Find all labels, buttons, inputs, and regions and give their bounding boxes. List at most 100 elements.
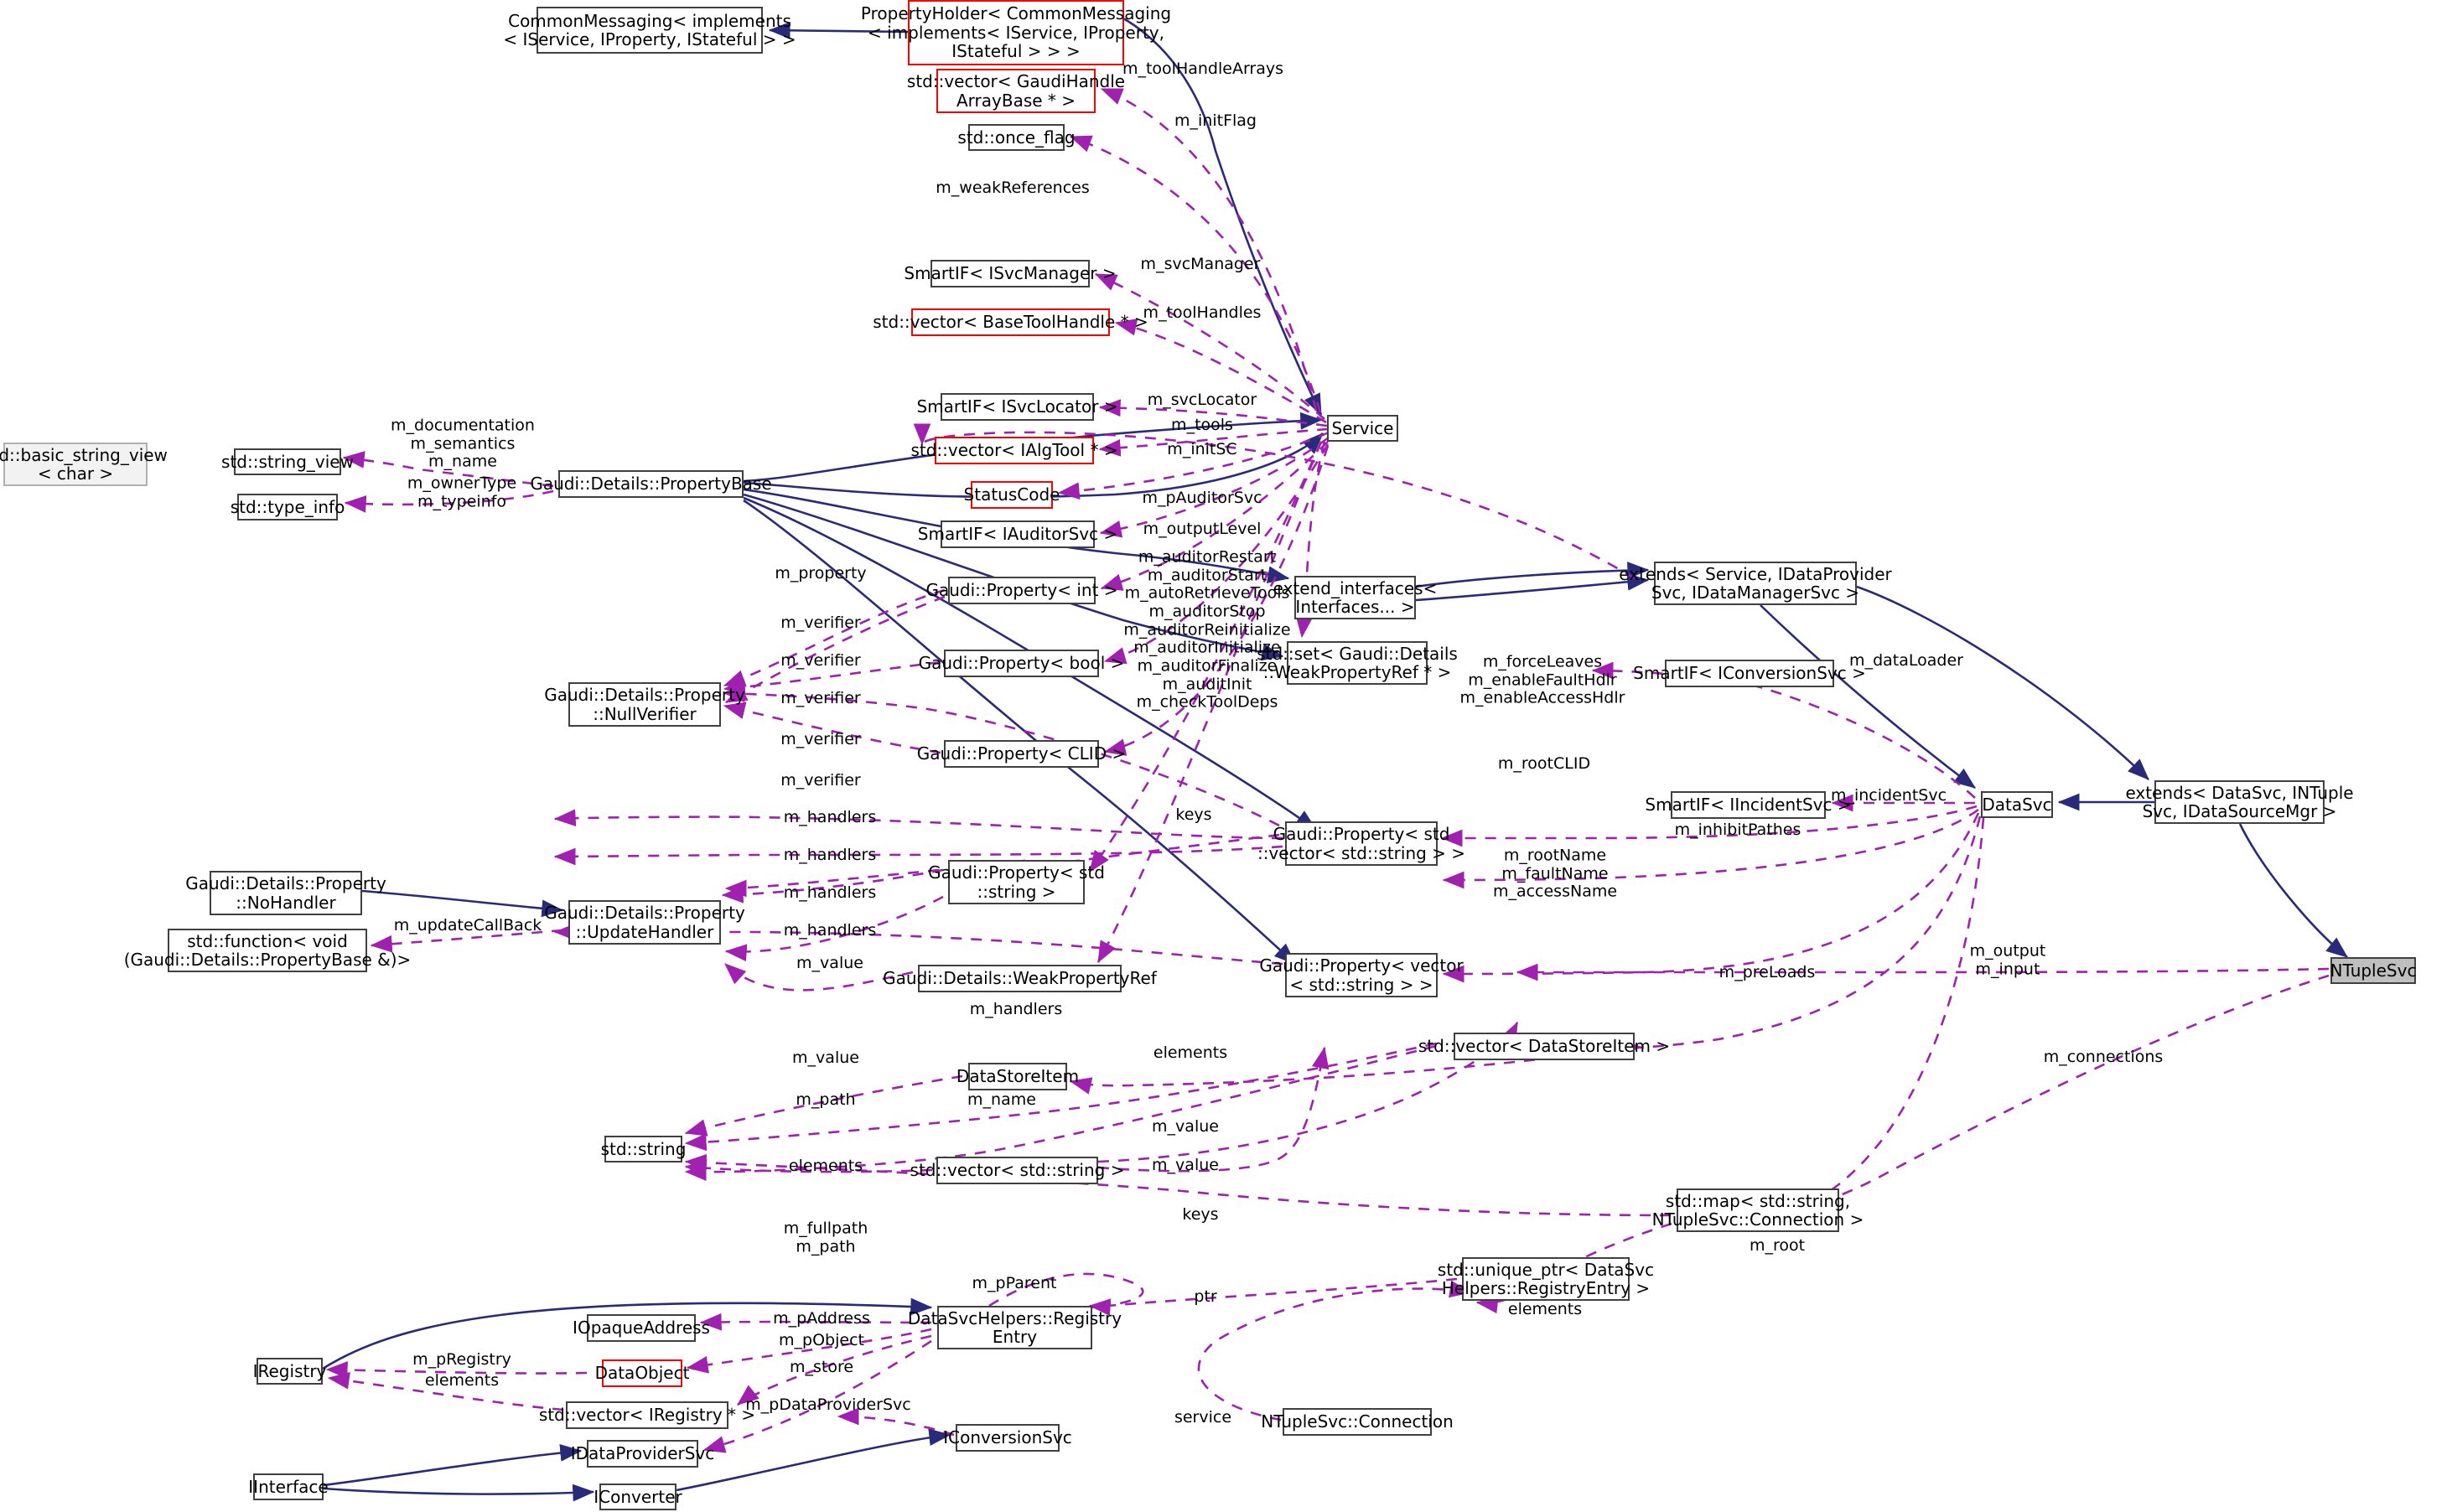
- edge-label-m-svclocator: m_svcLocator: [1147, 391, 1257, 410]
- edge-label-m-inhibitpathes: m_inhibitPathes: [1674, 821, 1801, 840]
- edge-label-m-pregistry: m_pRegistry: [412, 1350, 511, 1370]
- edge-label-m-rootclid: m_rootCLID: [1497, 754, 1591, 774]
- edge-label-keys: keys: [1175, 805, 1212, 825]
- edge-label-m-connections: m_connections: [2043, 1048, 2164, 1067]
- class-node-smartifiauditorsvc[interactable]: SmartIF< IAuditorSvc >: [918, 520, 1117, 548]
- class-node-nohandler[interactable]: Gaudi::Details::Property ::NoHandler: [185, 871, 386, 915]
- class-node-iregistry[interactable]: IRegistry: [253, 1358, 326, 1385]
- class-node-extendinterfaces[interactable]: extend_interfaces< Interfaces... >: [1273, 576, 1437, 619]
- class-node-vecbasetoolhandle[interactable]: std::vector< BaseToolHandle * >: [873, 308, 1148, 336]
- class-node-mapstringconnection[interactable]: std::map< std::string, NTupleSvc::Connec…: [1652, 1188, 1864, 1232]
- class-node-ntuplesvc[interactable]: NTupleSvc: [2330, 957, 2416, 984]
- edge-label-m-verifier: m_verifier: [780, 614, 861, 633]
- edge-label-m-pauditorsvc: m_pAuditorSvc: [1142, 489, 1262, 508]
- class-node-propvectorstdstring[interactable]: Gaudi::Property< vector < std::string > …: [1259, 953, 1464, 997]
- edge-label-m-weakreferences: m_weakReferences: [936, 179, 1090, 198]
- edge-label-m-value: m_value: [792, 1049, 859, 1068]
- class-node-vecdatastoreitem[interactable]: std::vector< DataStoreItem >: [1418, 1033, 1670, 1060]
- class-node-commonmessaging[interactable]: CommonMessaging< implements < IService, …: [503, 7, 796, 54]
- edge-label-m-pparent: m_pParent: [972, 1274, 1057, 1293]
- class-node-iconverter[interactable]: IConverter: [594, 1484, 682, 1510]
- class-node-iopaqueaddress[interactable]: IOpaqueAddress: [573, 1314, 710, 1342]
- edge-label-elements: elements: [1507, 1300, 1583, 1319]
- edge-label-m-handlers: m_handlers: [783, 808, 877, 827]
- class-node-propertyholder[interactable]: PropertyHolder< CommonMessaging < implem…: [861, 0, 1171, 65]
- edge-label-m-tools: m_tools: [1171, 416, 1233, 435]
- edge-label-m-documentation: m_documentation m_semantics m_name: [391, 416, 535, 471]
- class-node-smartificonversionsvc[interactable]: SmartIF< IConversionSvc >: [1633, 660, 1866, 687]
- class-node-extendsserviceidataprovider[interactable]: extends< Service, IDataProvider Svc, IDa…: [1619, 562, 1892, 605]
- edge-label-m-updatecallback: m_updateCallBack: [393, 916, 542, 935]
- class-node-idataprovidersvc[interactable]: IDataProviderSvc: [571, 1440, 714, 1468]
- edge-label-m-outputlevel: m_outputLevel: [1143, 520, 1262, 539]
- class-node-service[interactable]: Service: [1327, 415, 1398, 442]
- class-node-iconversionsvc[interactable]: IConversionSvc: [943, 1424, 1072, 1452]
- edge-label-elements: elements: [1153, 1043, 1228, 1063]
- class-node-updatehandler[interactable]: Gaudi::Details::Property ::UpdateHandler: [544, 900, 745, 945]
- edge-label-m-verifier: m_verifier: [780, 730, 861, 749]
- edge-label-m-handlers: m_handlers: [969, 1000, 1063, 1019]
- class-node-propint[interactable]: Gaudi::Property< int >: [925, 577, 1118, 604]
- edge-label-m-pdataprovidersvc: m_pDataProviderSvc: [745, 1395, 911, 1415]
- class-node-propstdstring[interactable]: Gaudi::Property< std ::string >: [928, 860, 1105, 904]
- edge-label-m-value: m_value: [1152, 1117, 1219, 1137]
- class-node-typeinfo[interactable]: std::type_info: [231, 494, 345, 520]
- edge-label-m-output: m_output m_input: [1969, 941, 2046, 978]
- edge-label-m-dataloader: m_dataLoader: [1849, 651, 1963, 671]
- class-node-extendsdatasvcintuple[interactable]: extends< DataSvc, INTuple Svc, IDataSour…: [2125, 780, 2354, 824]
- class-node-stdstring[interactable]: std::string: [601, 1136, 686, 1162]
- edge-label-ptr: ptr: [1194, 1287, 1217, 1307]
- edge-label-m-svcmanager: m_svcManager: [1140, 255, 1261, 274]
- class-node-registryentry[interactable]: DataSvcHelpers::Registry Entry: [908, 1306, 1122, 1349]
- class-node-weakpropertyref[interactable]: Gaudi::Details::WeakPropertyRef: [883, 965, 1157, 992]
- edge-label-m-root: m_root: [1749, 1236, 1806, 1256]
- class-node-iinterface[interactable]: IInterface: [248, 1473, 329, 1500]
- class-node-vecgaudihandlearraybase[interactable]: std::vector< GaudiHandle ArrayBase * >: [907, 69, 1125, 113]
- class-node-ntuplesvcconnection[interactable]: NTupleSvc::Connection: [1261, 1408, 1454, 1436]
- class-node-dataobject[interactable]: DataObject: [595, 1359, 689, 1387]
- class-node-propclid[interactable]: Gaudi::Property< CLID >: [917, 740, 1126, 768]
- edge-label-elements: elements: [424, 1371, 500, 1390]
- edge-label-m-paddress: m_pAddress: [773, 1309, 870, 1328]
- edge-label-m-toolhandles: m_toolHandles: [1143, 303, 1262, 323]
- class-node-stringview[interactable]: std::string_view: [221, 448, 354, 475]
- edge-label-service: service: [1174, 1408, 1232, 1427]
- class-node-propertybase[interactable]: Gaudi::Details::PropertyBase: [530, 470, 772, 498]
- class-node-basicstringview[interactable]: std::basic_string_view < char >: [0, 443, 168, 486]
- edge-label-m-verifier: m_verifier: [780, 771, 861, 790]
- edge-label-elements: elements: [788, 1157, 863, 1176]
- class-node-uniqueptrregistryentry[interactable]: std::unique_ptr< DataSvc Helpers::Regist…: [1438, 1257, 1654, 1301]
- class-node-nullverifier[interactable]: Gaudi::Details::Property ::NullVerifier: [544, 682, 745, 727]
- class-node-vecialgtool[interactable]: std::vector< IAlgTool * >: [910, 437, 1118, 464]
- edge-label-m-handlers: m_handlers: [783, 921, 877, 940]
- edge-label-m-value: m_value: [796, 954, 863, 973]
- edge-label-m-verifier: m_verifier: [780, 651, 861, 671]
- class-node-smartifisvcmanager[interactable]: SmartIF< ISvcManager >: [904, 260, 1117, 287]
- edge-label-m-pobject: m_pObject: [779, 1331, 864, 1350]
- class-node-veciregistry[interactable]: std::vector< IRegistry * >: [539, 1401, 755, 1429]
- class-node-statuscode[interactable]: StatusCode: [964, 481, 1060, 509]
- edge-label-m-initflag: m_initFlag: [1174, 111, 1257, 131]
- class-node-onceflag[interactable]: std::once_flag: [957, 124, 1076, 151]
- edge-label-m-name: m_name: [967, 1090, 1036, 1110]
- class-node-vecstdstring[interactable]: std::vector< std::string >: [910, 1157, 1124, 1184]
- edge-label-m-handlers: m_handlers: [783, 883, 877, 903]
- class-node-datastoreitem[interactable]: DataStoreItem: [956, 1063, 1079, 1090]
- edge-label-m-fullpath: m_fullpath m_path: [783, 1219, 868, 1256]
- edge-label-m-auditorrestart: m_auditorRestart m_auditorStart m_autoRe…: [1123, 547, 1291, 712]
- edge-label-m-preloads: m_preLoads: [1718, 963, 1816, 982]
- class-node-propbool[interactable]: Gaudi::Property< bool >: [919, 650, 1124, 677]
- edge-label-m-path: m_path: [796, 1090, 856, 1110]
- class-node-smartifisvclocator[interactable]: SmartIF< ISvcLocator >: [916, 393, 1118, 421]
- class-node-setweakpropertyref[interactable]: std::set< Gaudi::Details ::WeakPropertyR…: [1257, 641, 1458, 685]
- class-node-smartifiincidentsvc[interactable]: SmartIF< IIncidentSvc >: [1645, 791, 1852, 819]
- edge-label-m-rootname: m_rootName m_faultName m_accessName: [1492, 846, 1618, 901]
- class-node-propvecstdstring[interactable]: Gaudi::Property< std ::vector< std::stri…: [1257, 821, 1465, 866]
- class-node-stdfunctionvoid[interactable]: std::function< void (Gaudi::Details::Pro…: [124, 929, 411, 972]
- edge-label-m-ownertype: m_ownerType m_typeinfo: [407, 474, 517, 510]
- class-node-datasvc[interactable]: DataSvc: [1981, 791, 2053, 818]
- edge-label-keys: keys: [1182, 1205, 1219, 1225]
- edge-label-m-property: m_property: [775, 564, 867, 583]
